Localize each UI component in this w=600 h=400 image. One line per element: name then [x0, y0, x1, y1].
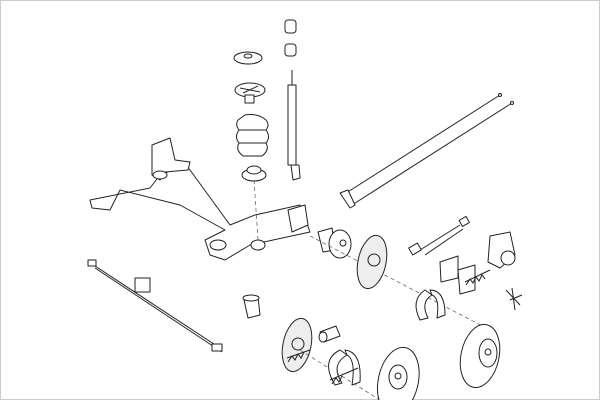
- spring-seat: [234, 82, 266, 104]
- subaxle-frame: [89, 137, 311, 261]
- mount-block: [134, 277, 151, 293]
- top-mount-washer: [233, 51, 263, 65]
- brake-backing-plate: [356, 234, 388, 290]
- brake-drum: [377, 346, 420, 400]
- panhard-rod: [87, 259, 223, 353]
- wheel-cylinder: [318, 325, 341, 343]
- shock-absorber: [287, 70, 301, 181]
- lower-spring-pad: [241, 165, 267, 182]
- wear-sensor: [408, 215, 470, 256]
- brake-disc: [459, 323, 501, 389]
- brake-backing-plate-drum: [281, 317, 313, 373]
- drum-axle-line: [299, 349, 381, 400]
- brake-shoes: [415, 289, 446, 321]
- brake-caliper: [487, 231, 516, 269]
- shock-top-bushings: [284, 19, 297, 57]
- assembly-line: [253, 179, 259, 241]
- brake-shoes-drum: [328, 349, 361, 386]
- spring-kits: [286, 269, 523, 385]
- bump-stop-bellows: [236, 114, 269, 157]
- brake-pads: [439, 255, 476, 295]
- handbrake-cables: [339, 93, 514, 209]
- wheel-hub: [317, 227, 352, 259]
- axle-line: [309, 235, 491, 331]
- rubber-bushing: [242, 294, 261, 319]
